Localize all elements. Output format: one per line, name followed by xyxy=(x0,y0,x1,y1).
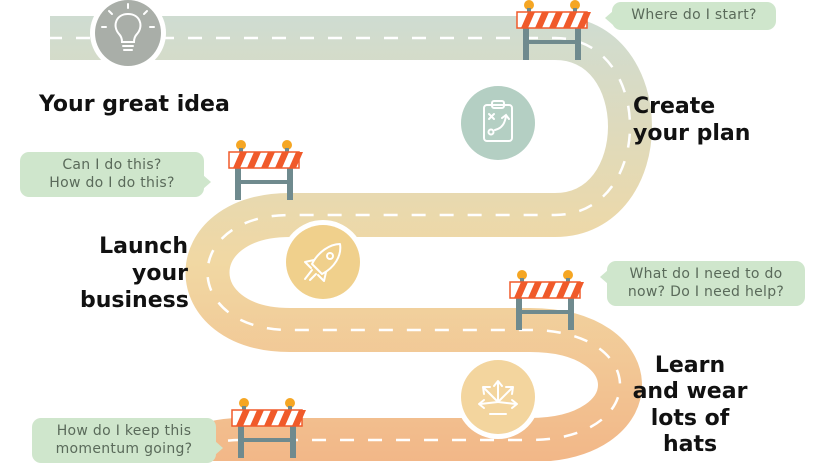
barricade-stripe xyxy=(528,282,542,298)
barricade-stripe xyxy=(514,282,528,298)
road-center-dashes xyxy=(48,36,632,461)
barricade-light xyxy=(285,398,295,408)
stage-icon-plan xyxy=(456,81,540,165)
barricade-stripe xyxy=(521,12,535,28)
barricade-stripe xyxy=(549,12,563,28)
winding-road xyxy=(48,16,652,461)
stage-label-learn-hats: Learn and wear lots of hats xyxy=(632,353,748,458)
stage-label-great-idea: Your great idea xyxy=(39,92,230,117)
barricade-light xyxy=(239,398,249,408)
question-bubble-momentum: How do I keep this momentum going? xyxy=(32,418,223,463)
barricade-light xyxy=(563,270,573,280)
question-bubble-can-i: Can I do this? How do I do this? xyxy=(20,152,211,197)
clipboard-strategy-icon xyxy=(483,100,513,142)
barricade-stripe xyxy=(292,410,306,426)
barricade-crossbar xyxy=(523,40,581,44)
barricade xyxy=(228,140,303,200)
barricade-stripe xyxy=(577,12,591,28)
stage-icon-launch xyxy=(281,220,365,304)
barricade-stripe xyxy=(570,282,584,298)
barricade-light-stem xyxy=(285,148,289,154)
rocket-icon xyxy=(304,243,342,282)
question-bubble-start: Where do I start? xyxy=(605,2,776,30)
barricade-stripe xyxy=(264,410,278,426)
stage-icon-lightbulb xyxy=(90,0,166,71)
barricade-light xyxy=(282,140,292,150)
barricade-crossbar xyxy=(516,310,574,314)
question-bubble-need-help: What do I need to do now? Do I need help… xyxy=(600,261,805,306)
barricade xyxy=(231,398,306,458)
barricade-light-stem xyxy=(520,278,524,284)
barricade-light xyxy=(236,140,246,150)
barricade xyxy=(509,270,584,330)
barricade-light xyxy=(517,270,527,280)
barricade-light-stem xyxy=(566,278,570,284)
barricade-light-stem xyxy=(288,406,292,412)
barricade-stripe xyxy=(289,152,303,168)
barricade-light-stem xyxy=(239,148,243,154)
barricade-stripe xyxy=(275,152,289,168)
barricade-light xyxy=(570,0,580,10)
lightbulb-icon xyxy=(101,3,155,51)
road-start-edge xyxy=(40,0,50,80)
barricade-stripe xyxy=(261,152,275,168)
stage-icon-learn xyxy=(456,355,540,439)
barricade-crossbar xyxy=(235,180,293,184)
barricade-stripe xyxy=(535,12,549,28)
barricade-light-stem xyxy=(573,8,577,14)
barricade-stripe xyxy=(563,12,577,28)
barricade-stripe xyxy=(247,152,261,168)
barricade-crossbar xyxy=(238,438,296,442)
barricade-stripe xyxy=(236,410,250,426)
barricade-light xyxy=(524,0,534,10)
arrows-burst-icon xyxy=(478,380,518,415)
barricade-stripe xyxy=(542,282,556,298)
barricade-stripe xyxy=(233,152,247,168)
barricade-light-stem xyxy=(527,8,531,14)
barricade-stripe xyxy=(250,410,264,426)
stage-label-launch-business: Launch your business xyxy=(80,234,189,313)
stage-label-create-plan: Create your plan xyxy=(633,94,751,146)
barricade xyxy=(516,0,591,60)
barricade-stripe xyxy=(556,282,570,298)
barricade-light-stem xyxy=(242,406,246,412)
barricade-stripe xyxy=(278,410,292,426)
